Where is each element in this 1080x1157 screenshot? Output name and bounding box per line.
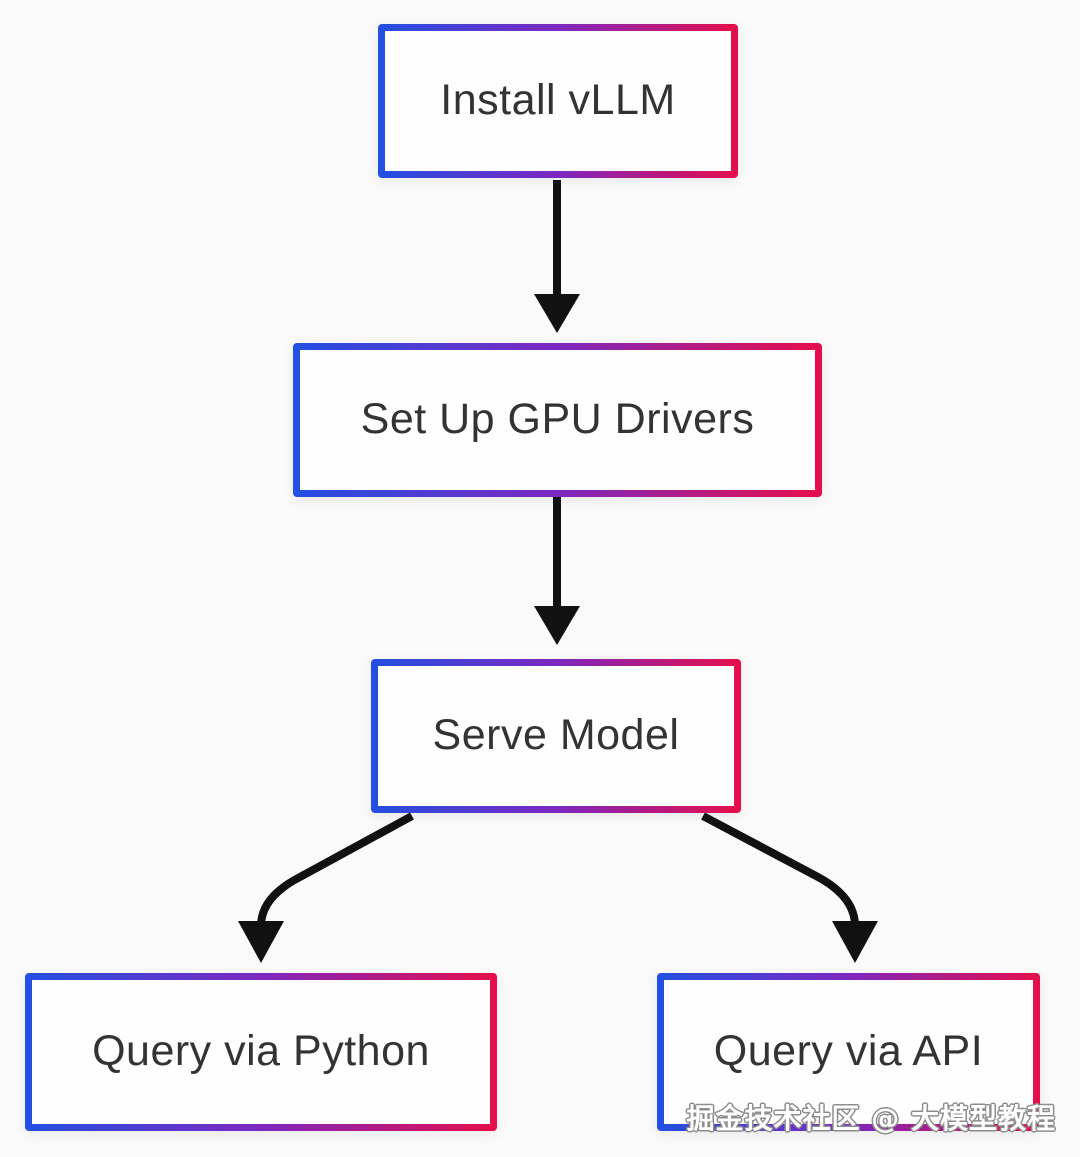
watermark: 掘金技术社区 @ 大模型教程 xyxy=(686,1102,1056,1135)
node-serve-model-label: Serve Model xyxy=(432,711,680,760)
edge-serve-to-python xyxy=(238,812,414,963)
node-serve-model-body: Serve Model xyxy=(378,666,734,806)
edge-serve-to-api xyxy=(701,812,878,963)
node-query-via-python: Query via Python xyxy=(25,973,497,1131)
node-query-via-api-body: Query via API xyxy=(664,980,1033,1124)
node-install-vllm-body: Install vLLM xyxy=(385,31,731,171)
node-install-vllm: Install vLLM xyxy=(378,24,738,178)
node-set-up-gpu-drivers-body: Set Up GPU Drivers xyxy=(300,350,815,490)
node-install-vllm-label: Install vLLM xyxy=(440,76,676,125)
node-query-via-python-label: Query via Python xyxy=(92,1027,430,1076)
node-query-via-python-body: Query via Python xyxy=(32,980,490,1124)
node-set-up-gpu-drivers-label: Set Up GPU Drivers xyxy=(360,395,755,444)
node-serve-model: Serve Model xyxy=(371,659,741,813)
node-query-via-api-label: Query via API xyxy=(713,1027,984,1076)
node-query-via-api: Query via API xyxy=(657,973,1040,1131)
edge-gpu-to-serve xyxy=(534,497,580,645)
edge-install-to-gpu xyxy=(534,180,580,333)
node-set-up-gpu-drivers: Set Up GPU Drivers xyxy=(293,343,822,497)
